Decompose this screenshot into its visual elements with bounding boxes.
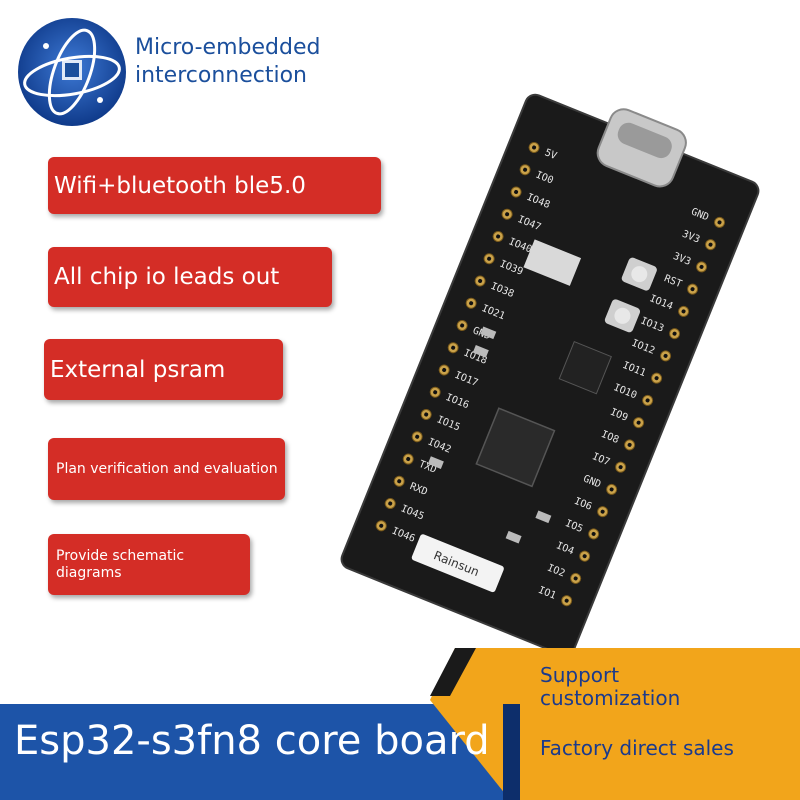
badge-plan-verification: Plan verification and evaluation: [48, 438, 285, 500]
pin-label: 5V: [543, 147, 558, 162]
feature-support-customization: Support customization: [540, 663, 681, 710]
badge-chip-io: All chip io leads out: [48, 247, 332, 307]
atom-globe-icon: [18, 18, 126, 126]
brand-line-1: Micro-embedded: [135, 35, 321, 60]
feature-factory-direct: Factory direct sales: [540, 736, 734, 760]
footer-banner: [0, 648, 800, 800]
product-title: Esp32-s3fn8 core board: [14, 718, 490, 764]
badge-external-psram: External psram: [44, 339, 283, 400]
brand-name: Micro-embedded interconnection: [135, 34, 320, 90]
brand-line-2: interconnection: [135, 63, 307, 88]
badge-schematic: Provide schematic diagrams: [48, 534, 250, 595]
badge-wifi-bluetooth: Wifi+bluetooth ble5.0: [48, 157, 381, 214]
